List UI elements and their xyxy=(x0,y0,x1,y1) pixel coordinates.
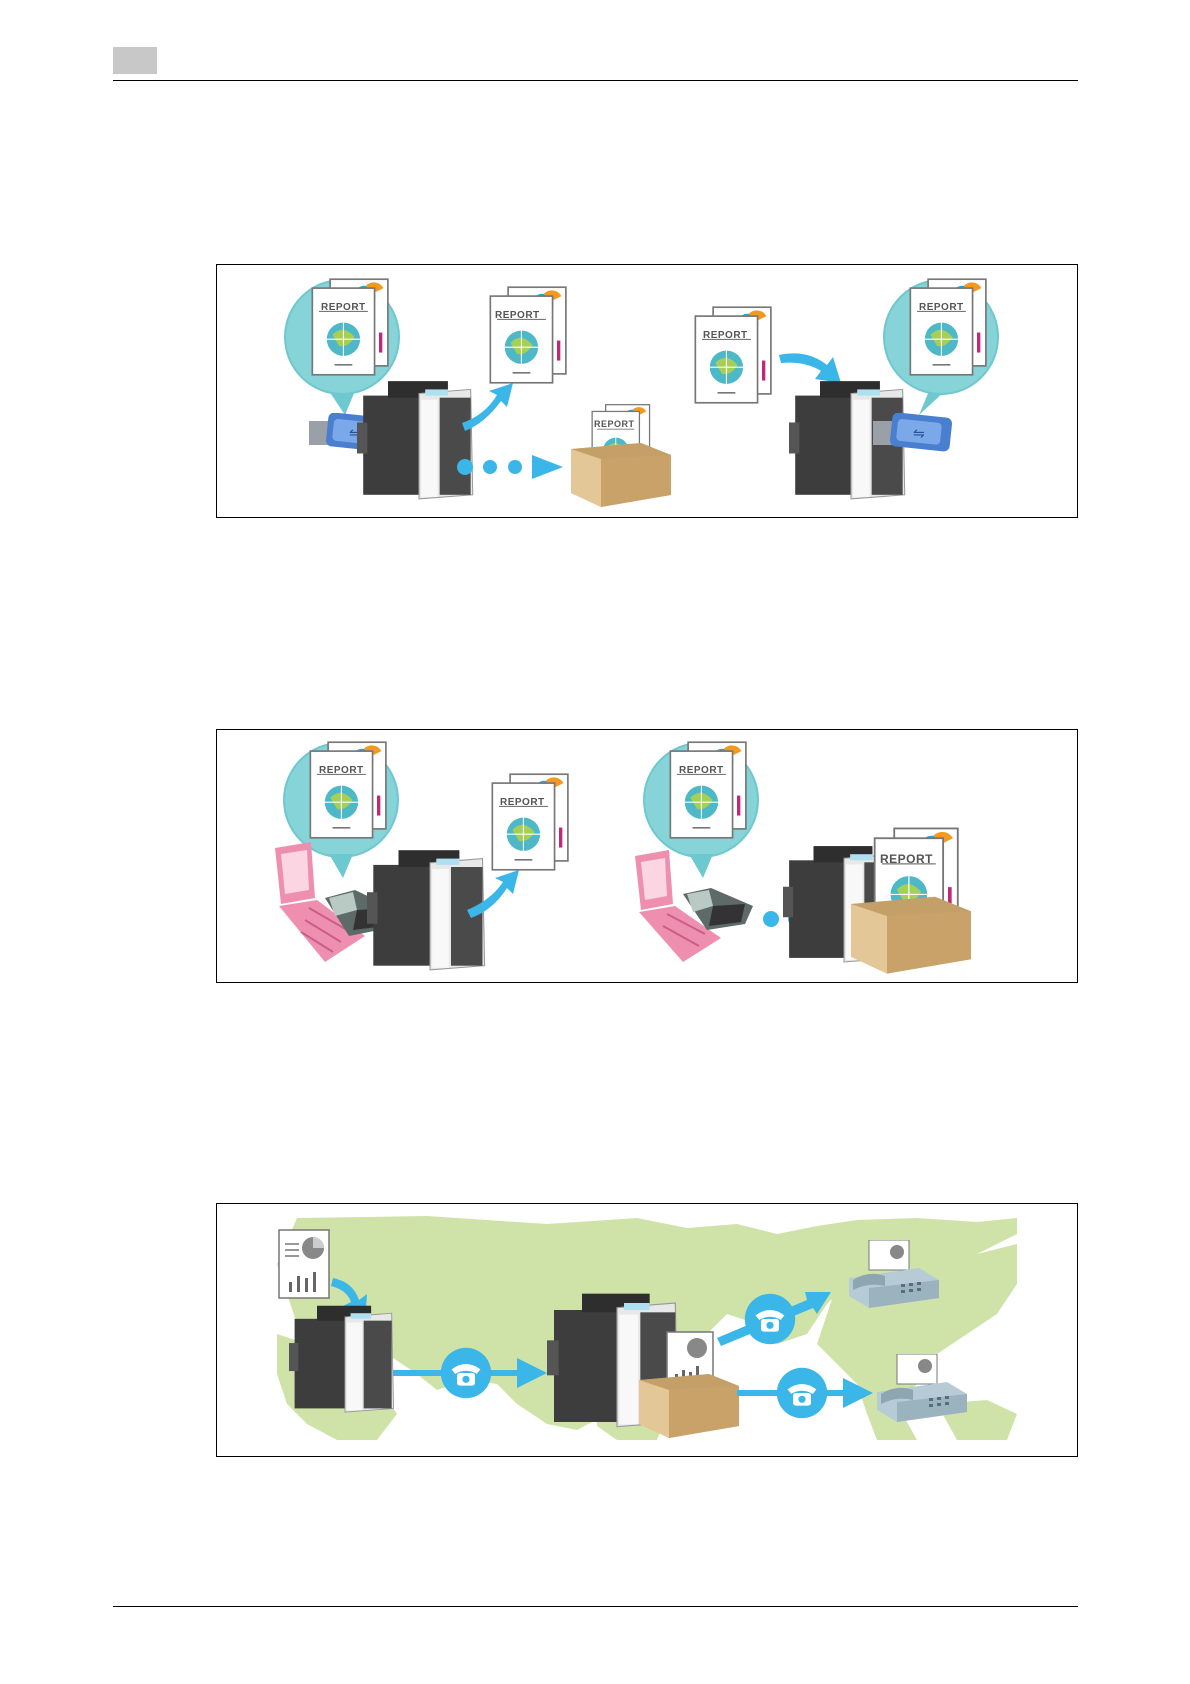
mfp-icon xyxy=(289,1306,394,1412)
report-label-3: REPORT xyxy=(594,419,635,429)
report-doc-icon xyxy=(310,742,386,838)
header-rule xyxy=(113,80,1078,81)
box-icon xyxy=(571,443,671,507)
figure-mobile-print-save: REPORT REPORT REPORT xyxy=(216,729,1078,983)
report-label-3: REPORT xyxy=(679,765,724,776)
report-doc-icon xyxy=(312,279,388,375)
report-label-2: REPORT xyxy=(495,310,540,321)
download-arrow-icon xyxy=(779,353,841,383)
report-label-1: REPORT xyxy=(321,302,366,313)
report-label-4: REPORT xyxy=(880,852,933,866)
original-document-icon xyxy=(279,1230,329,1298)
report-doc-icon xyxy=(492,774,568,870)
report-doc-icon xyxy=(490,287,566,383)
report-doc-icon xyxy=(910,279,986,375)
telephone-icon xyxy=(441,1348,491,1398)
transfer-dots xyxy=(457,455,563,479)
page-number-tab xyxy=(113,47,157,74)
report-label-5: REPORT xyxy=(919,302,964,313)
telephone-icon xyxy=(745,1294,795,1344)
box-icon xyxy=(639,1374,739,1438)
report-label-2: REPORT xyxy=(500,797,545,808)
figure-usb-save-print: REPORT REPORT REPORT REPORT REPORT xyxy=(216,264,1078,518)
box-icon xyxy=(851,897,971,974)
mfp-icon xyxy=(357,381,473,499)
telephone-icon xyxy=(777,1368,827,1418)
report-doc-icon xyxy=(670,742,746,838)
report-label-1: REPORT xyxy=(319,765,364,776)
report-label-4: REPORT xyxy=(703,330,748,341)
footer-rule xyxy=(113,1606,1078,1607)
mfp-icon xyxy=(367,850,485,970)
figure-fax-relay xyxy=(216,1203,1078,1457)
report-doc-icon xyxy=(695,307,771,403)
